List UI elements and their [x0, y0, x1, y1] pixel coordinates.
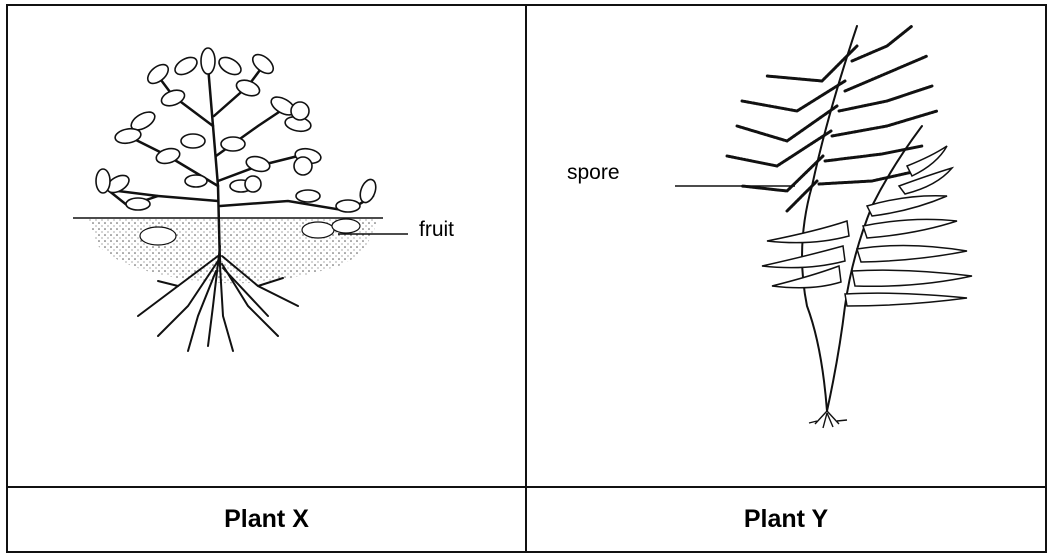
plant-x-caption: Plant X [8, 488, 525, 551]
plant-x-cell: fruit [8, 6, 525, 486]
plant-y-drawing [527, 6, 1047, 486]
plant-x-drawing [8, 6, 525, 486]
comparison-table: fruit [6, 4, 1047, 553]
spore-label: spore [567, 161, 620, 185]
plant-y-caption: Plant Y [527, 488, 1045, 551]
plant-y-cell: spore [527, 6, 1047, 486]
fruit-label: fruit [419, 218, 454, 242]
